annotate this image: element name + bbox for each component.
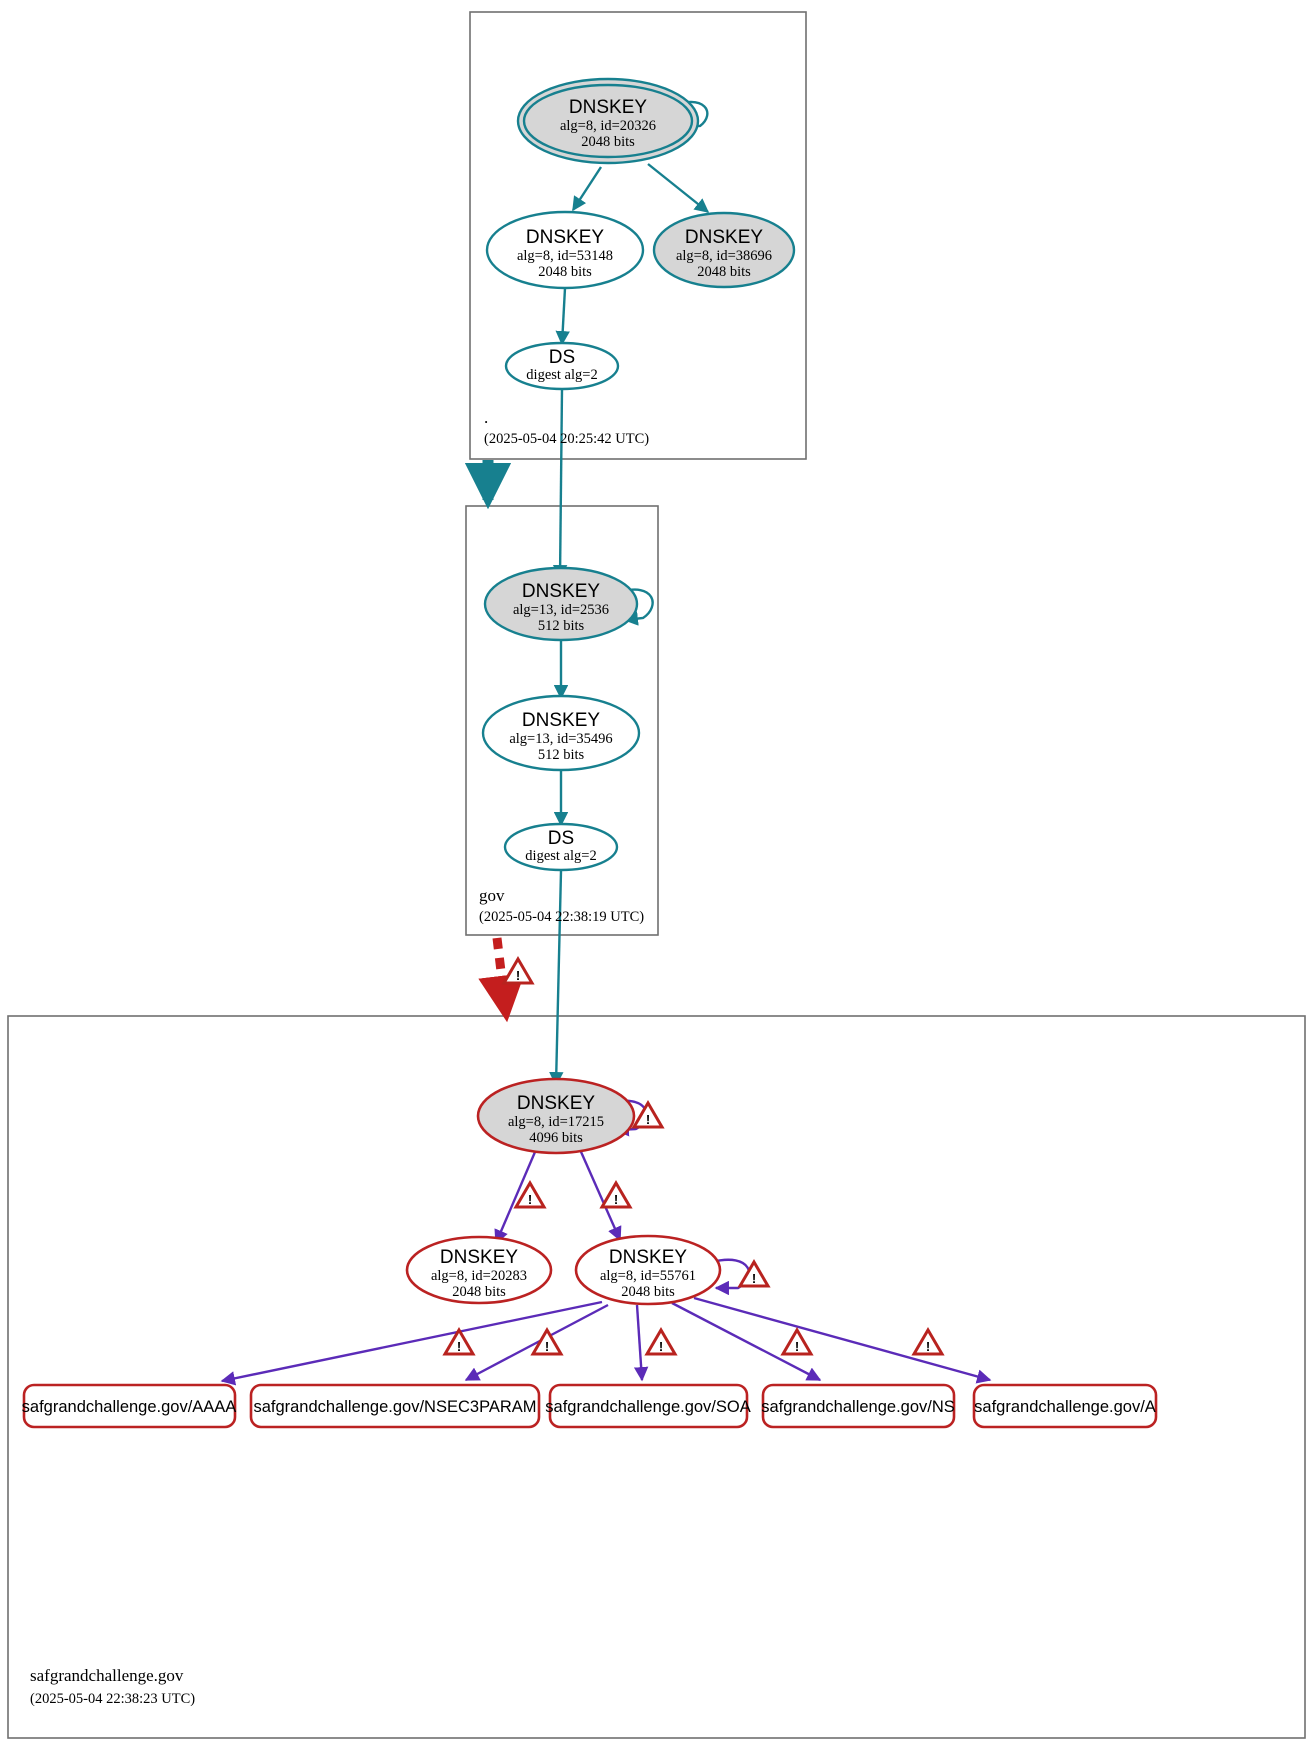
zone-label-gov: gov [479, 886, 505, 905]
warning-glyph: ! [528, 1192, 532, 1207]
edge-root-ksk-to-ksk38696 [647, 163, 710, 213]
edge-saf-55761-to-soa [633, 1304, 649, 1382]
edge-root-ds-to-gov-ksk [552, 388, 568, 580]
node-label-line1: DNSKEY [685, 227, 763, 248]
warning-icon-saf-ksk-self: ! [631, 1100, 665, 1129]
warning-icon-rr-ns: ! [780, 1327, 814, 1356]
warning-icon-rr-nsec3param: ! [530, 1327, 564, 1356]
zone-label-safgrandchallenge: safgrandchallenge.gov [30, 1666, 184, 1685]
zone-timestamp-root: (2025-05-04 20:25:42 UTC) [484, 431, 649, 447]
node-label-line1: DNSKEY [517, 1093, 595, 1114]
edge-saf-55761-to-ns [671, 1301, 822, 1382]
record-label: safgrandchallenge.gov/SOA [545, 1398, 750, 1416]
warning-icon-rr-soa: ! [644, 1327, 678, 1356]
warning-glyph: ! [795, 1339, 799, 1354]
node-label-line1: DNSKEY [440, 1247, 518, 1268]
node-label-line3: 2048 bits [621, 1284, 675, 1300]
node-label-line1: DNSKEY [522, 581, 600, 602]
warning-icon-rr-aaaa: ! [442, 1327, 476, 1356]
record-label: safgrandchallenge.gov/NSEC3PARAM [253, 1398, 536, 1416]
node-label-line1: DS [548, 828, 574, 849]
node-gov-ds[interactable]: DS digest alg=2 [503, 822, 619, 872]
record-label: safgrandchallenge.gov/NS [761, 1398, 955, 1416]
node-label-line1: DS [549, 347, 575, 368]
node-label-line2: alg=8, id=20283 [431, 1268, 527, 1284]
zone-box-root [469, 11, 807, 460]
node-label-line2: alg=8, id=17215 [508, 1114, 604, 1130]
zone-box-gov [465, 505, 659, 936]
record-node-ns[interactable]: safgrandchallenge.gov/NS [761, 1383, 956, 1429]
node-saf-ksk-17215[interactable]: DNSKEY alg=8, id=17215 4096 bits [476, 1077, 636, 1155]
warning-glyph: ! [752, 1271, 756, 1286]
node-gov-ksk-2536[interactable]: DNSKEY alg=13, id=2536 512 bits [483, 566, 639, 642]
edge-root-zsk-to-ds [555, 287, 570, 346]
edge-saf-55761-to-a [693, 1296, 992, 1384]
warning-glyph: ! [926, 1339, 930, 1354]
node-label-line2: digest alg=2 [526, 367, 597, 383]
node-saf-key-55761[interactable]: DNSKEY alg=8, id=55761 2048 bits [574, 1234, 722, 1306]
node-label-line1: DNSKEY [569, 97, 647, 118]
node-label-line2: alg=8, id=53148 [517, 248, 613, 264]
warning-icon-saf-55761-self: ! [737, 1259, 771, 1288]
node-label-line2: alg=8, id=55761 [600, 1268, 696, 1284]
record-label: safgrandchallenge.gov/AAAA [22, 1398, 237, 1416]
warning-glyph: ! [614, 1192, 618, 1207]
zone-box-safgrandchallenge [7, 1015, 1306, 1739]
record-label: safgrandchallenge.gov/A [974, 1398, 1156, 1416]
node-label-line2: alg=8, id=38696 [676, 248, 772, 264]
node-label-line1: DNSKEY [526, 227, 604, 248]
node-label-line3: 2048 bits [538, 264, 592, 280]
warning-icon-delegation: ! [501, 956, 535, 985]
edge-saf-ksk-to-20283 [494, 1144, 540, 1245]
node-root-ksk-20326[interactable]: DNSKEY alg=8, id=20326 2048 bits [516, 77, 700, 165]
node-label-line3: 4096 bits [529, 1130, 583, 1146]
node-label-line3: 512 bits [538, 747, 585, 763]
warning-glyph: ! [659, 1339, 663, 1354]
node-label-line2: alg=13, id=35496 [509, 731, 612, 747]
edge-gov-ds-to-saf-ksk [549, 870, 564, 1087]
edge-delegation-gov-to-saf-insecure [478, 937, 525, 1023]
warning-icon-saf-ksk-to-20283: ! [513, 1180, 547, 1209]
warning-glyph: ! [545, 1339, 549, 1354]
zone-timestamp-gov: (2025-05-04 22:38:19 UTC) [479, 909, 644, 925]
warning-glyph: ! [516, 968, 520, 983]
node-label-line1: DNSKEY [522, 710, 600, 731]
record-node-nsec3param[interactable]: safgrandchallenge.gov/NSEC3PARAM [249, 1383, 541, 1429]
node-gov-zsk-35496[interactable]: DNSKEY alg=13, id=35496 512 bits [481, 694, 641, 772]
edge-saf-55761-to-aaaa [220, 1300, 603, 1386]
node-label-line3: 2048 bits [452, 1284, 506, 1300]
node-saf-key-20283[interactable]: DNSKEY alg=8, id=20283 2048 bits [405, 1235, 553, 1305]
warning-glyph: ! [646, 1112, 650, 1127]
edge-root-ksk-to-zsk [571, 166, 603, 212]
edge-saf-55761-to-nsec3param [464, 1303, 609, 1382]
node-label-line3: 2048 bits [697, 264, 751, 280]
zone-label-root: . [484, 408, 488, 427]
node-root-ksk-38696[interactable]: DNSKEY alg=8, id=38696 2048 bits [652, 211, 796, 289]
zone-timestamp-safgrandchallenge: (2025-05-04 22:38:23 UTC) [30, 1691, 195, 1707]
record-node-soa[interactable]: safgrandchallenge.gov/SOA [545, 1383, 751, 1429]
warning-icon-rr-a: ! [911, 1327, 945, 1356]
warning-glyph: ! [457, 1339, 461, 1354]
node-label-line2: alg=8, id=20326 [560, 118, 656, 134]
node-label-line2: alg=13, id=2536 [513, 602, 609, 618]
record-node-a[interactable]: safgrandchallenge.gov/A [972, 1383, 1158, 1429]
record-node-aaaa[interactable]: safgrandchallenge.gov/AAAA [22, 1383, 237, 1429]
node-label-line2: digest alg=2 [525, 848, 596, 864]
node-label-line3: 2048 bits [581, 134, 635, 150]
node-root-ds[interactable]: DS digest alg=2 [504, 341, 620, 391]
edge-saf-ksk-to-55761 [576, 1144, 622, 1242]
node-label-line3: 512 bits [538, 618, 585, 634]
node-label-line1: DNSKEY [609, 1247, 687, 1268]
warning-icon-saf-ksk-to-55761: ! [599, 1180, 633, 1209]
node-root-zsk-53148[interactable]: DNSKEY alg=8, id=53148 2048 bits [485, 210, 645, 290]
